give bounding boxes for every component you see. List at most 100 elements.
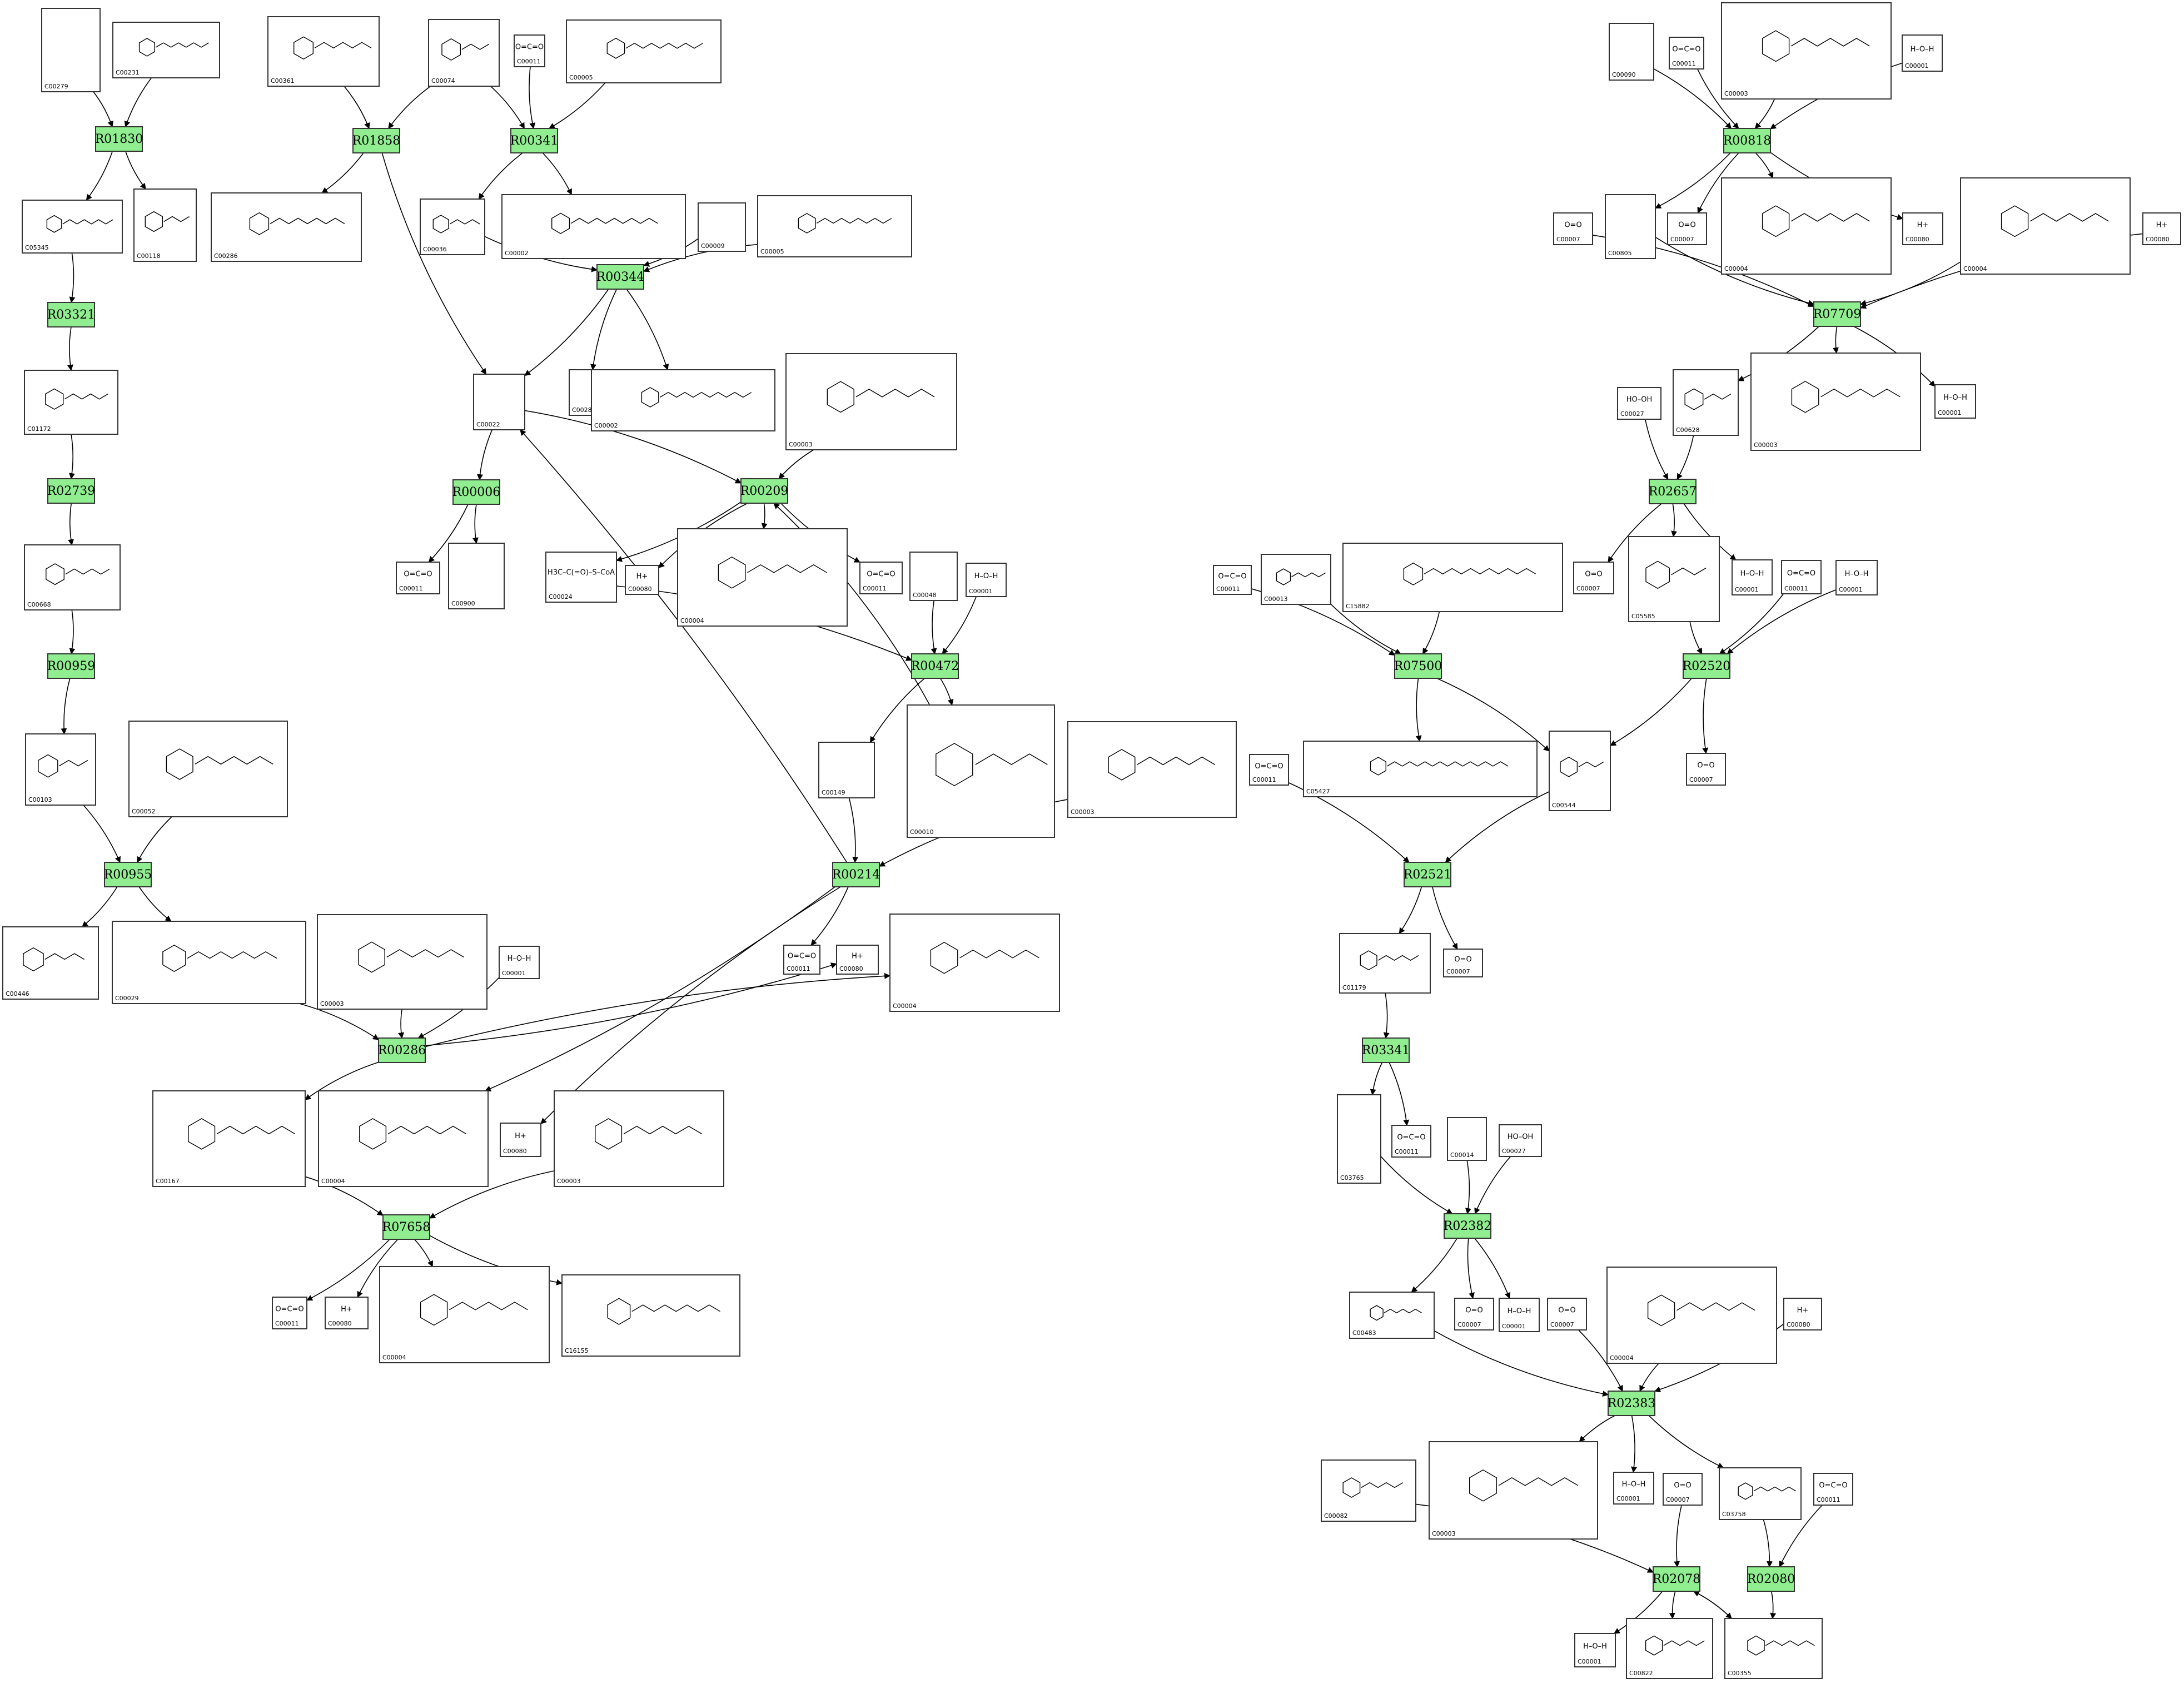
compound-C05345[interactable]: C05345	[22, 200, 123, 254]
reaction-R03341[interactable]: R03341	[1362, 1037, 1410, 1063]
compound-C00822[interactable]: C00822	[1626, 1618, 1713, 1679]
compound-C00022[interactable]: C00022	[473, 374, 525, 430]
compound-C00029[interactable]: C00029	[112, 921, 306, 1004]
reaction-R02657[interactable]: R02657	[1649, 479, 1697, 504]
compound-C00003g[interactable]: C00003	[1429, 1441, 1598, 1540]
compound-C00167[interactable]: C00167	[152, 1090, 306, 1187]
reaction-R02382[interactable]: R02382	[1444, 1213, 1492, 1239]
compound-C00003f[interactable]: C00003	[1750, 353, 1921, 451]
reaction-R00006[interactable]: R00006	[452, 479, 501, 505]
compound-C00103[interactable]: C00103	[25, 733, 96, 806]
compound-C00003b[interactable]: C00003	[1067, 721, 1237, 818]
compound-C00118[interactable]: C00118	[133, 188, 197, 262]
compound-C00446[interactable]: C00446	[2, 926, 99, 1000]
reaction-R03321[interactable]: R03321	[47, 302, 96, 327]
compound-C00082[interactable]: C00082	[1321, 1459, 1416, 1522]
compound-C01179[interactable]: C01179	[1339, 933, 1431, 994]
reaction-R02520[interactable]: R02520	[1683, 653, 1731, 679]
compound-C00286[interactable]: C00286	[211, 192, 362, 262]
compound-C00003c[interactable]: C00003	[317, 914, 487, 1010]
compound-C00483[interactable]: C00483	[1349, 1292, 1435, 1339]
compound-C00010[interactable]: C00010	[907, 704, 1055, 838]
compound-C00005a[interactable]: C00005	[566, 19, 722, 83]
reaction-R01830[interactable]: R01830	[95, 126, 143, 152]
reaction-R07709[interactable]: R07709	[1813, 301, 1862, 327]
compound-C00805[interactable]: C00805	[1605, 194, 1656, 259]
compound-C00036[interactable]: C00036	[420, 198, 485, 255]
compound-C00003d[interactable]: C00003	[554, 1090, 724, 1187]
compound-C00628[interactable]: C00628	[1673, 369, 1739, 436]
compound-C00279[interactable]: C00279	[41, 8, 101, 92]
compound-C05585[interactable]: C05585	[1628, 536, 1720, 622]
compound-C00004c[interactable]: C00004	[318, 1090, 489, 1187]
compound-C03765[interactable]: C03765	[1337, 1094, 1381, 1184]
reaction-R02383[interactable]: R02383	[1608, 1391, 1656, 1416]
compound-C00009[interactable]: C00009	[698, 202, 746, 252]
compound-C00544[interactable]: C00544	[1549, 731, 1611, 811]
reaction-R00344[interactable]: R00344	[596, 264, 645, 290]
reaction-R07658[interactable]: R07658	[382, 1214, 431, 1240]
compound-C03758[interactable]: C03758	[1719, 1467, 1802, 1520]
reaction-R07500[interactable]: R07500	[1394, 653, 1442, 679]
compound-C00004e[interactable]: C00004	[1721, 177, 1892, 275]
reaction-R00286[interactable]: R00286	[378, 1037, 426, 1063]
compound-C00900[interactable]: C00900	[448, 543, 505, 609]
compound-C16155[interactable]: C16155	[561, 1274, 740, 1357]
compound-C00048[interactable]: C00048	[909, 552, 958, 601]
reaction-R00341[interactable]: R00341	[510, 128, 559, 153]
compound-C00149[interactable]: C00149	[818, 742, 875, 798]
compound-C00668[interactable]: C00668	[24, 544, 121, 610]
compound-C00002a[interactable]: C00002	[501, 194, 686, 259]
compound-C00004f[interactable]: C00004	[1960, 177, 2131, 275]
compound-C05427[interactable]: C05427	[1303, 741, 1538, 797]
reaction-R00214[interactable]: R00214	[832, 862, 880, 887]
compound-C00355[interactable]: C00355	[1724, 1618, 1823, 1679]
compound-C00080f[interactable]: H+C00080	[2142, 212, 2181, 245]
compound-C00004g[interactable]: C00004	[1606, 1267, 1777, 1364]
compound-C00005b[interactable]: C00005	[757, 195, 912, 257]
compound-C00080a[interactable]: H+C00080	[625, 565, 659, 595]
reaction-R02078[interactable]: R02078	[1653, 1566, 1701, 1592]
compound-C00080e[interactable]: H+C00080	[1902, 212, 1943, 245]
compound-C00002b[interactable]: C00002	[591, 369, 775, 431]
compound-C00361[interactable]: C00361	[267, 16, 380, 87]
compound-C00080c[interactable]: H+C00080	[500, 1123, 541, 1157]
compound-C01172[interactable]: C01172	[24, 370, 118, 435]
compound-C00004a[interactable]: C00004	[677, 528, 848, 627]
reaction-R00472[interactable]: R00472	[911, 653, 959, 679]
reaction-R00209[interactable]: R00209	[740, 478, 789, 504]
compound-C00231[interactable]: C00231	[112, 22, 220, 78]
compound-C00003a[interactable]: C00003	[785, 353, 957, 450]
reaction-R01858[interactable]: R01858	[352, 128, 401, 153]
compound-C00014[interactable]: C00014	[1447, 1117, 1487, 1161]
